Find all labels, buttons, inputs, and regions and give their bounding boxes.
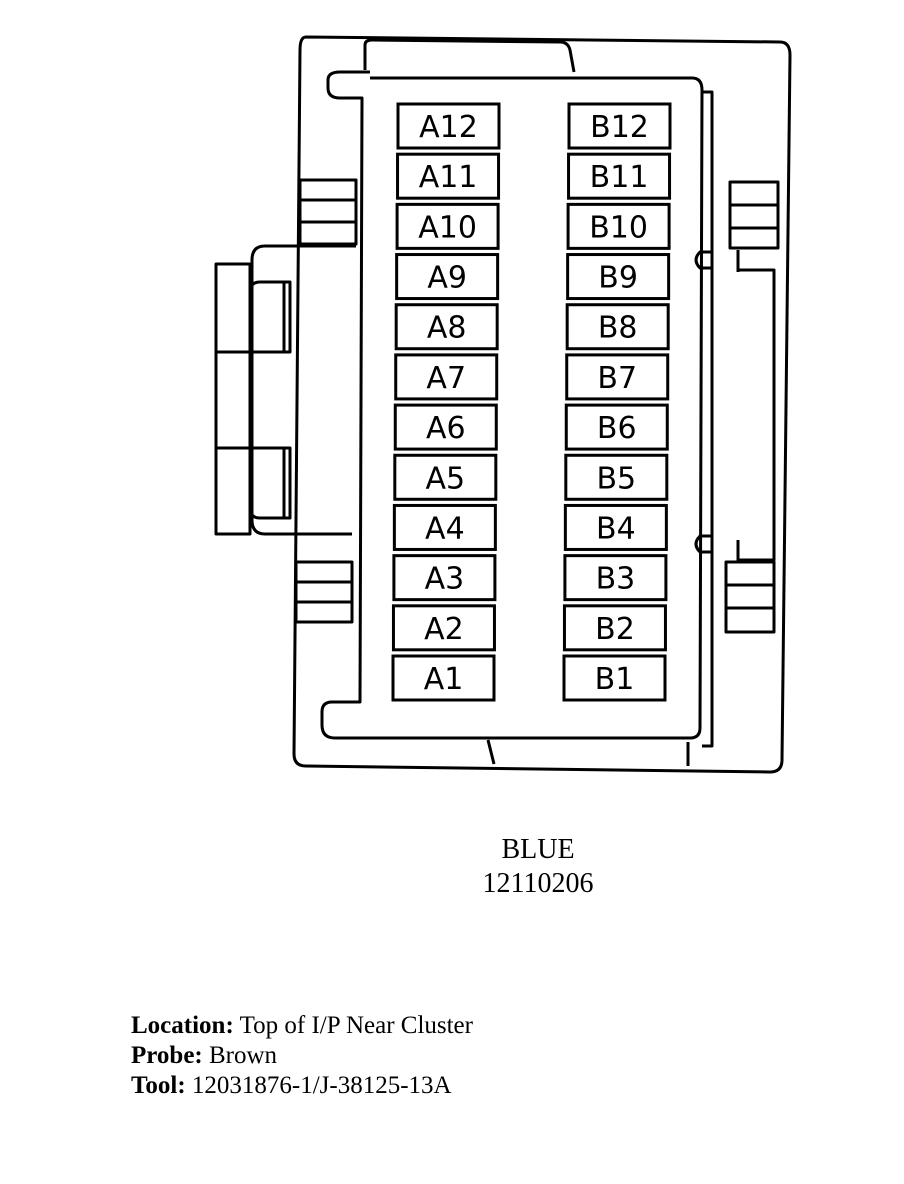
pin-cavity-b2 <box>562 604 667 652</box>
right-latch-arm <box>736 250 776 562</box>
connector-color: BLUE <box>501 834 575 865</box>
pin-cavity-a6 <box>393 403 498 451</box>
pin-label-b1: B1 <box>595 662 635 697</box>
pin-cavity-b12 <box>567 102 672 150</box>
location-value: Top of I/P Near Cluster <box>239 1012 473 1039</box>
pin-label-b3: B3 <box>596 562 636 597</box>
location-label: Location: <box>131 1012 234 1039</box>
right-latch-notch-upper <box>694 250 712 270</box>
pin-label-a1: A1 <box>424 662 464 697</box>
right-upper-rib-block <box>728 180 780 250</box>
pin-cavity-a12 <box>396 102 501 150</box>
pin-cavity-b7 <box>565 353 670 401</box>
pin-cavity-a7 <box>394 353 499 401</box>
pin-label-a12: A12 <box>419 110 478 145</box>
right-lower-rib-block <box>724 560 776 634</box>
pin-label-b2: B2 <box>595 612 635 647</box>
housing-outer-outline <box>292 35 792 774</box>
pin-label-b6: B6 <box>597 411 637 446</box>
pin-cavity-a11 <box>396 152 501 200</box>
pin-cavity-b8 <box>565 303 670 351</box>
probe-line: Probe: Brown <box>131 1041 277 1071</box>
pin-cavity-a8 <box>394 303 499 351</box>
pin-cavity-a2 <box>391 604 496 652</box>
pin-label-b10: B10 <box>589 210 648 245</box>
pin-label-b4: B4 <box>596 511 636 546</box>
pin-cavity-b9 <box>566 253 671 301</box>
left-lock-tab <box>250 244 356 536</box>
pin-cavity-b6 <box>564 403 669 451</box>
pin-cavity-a1 <box>391 654 496 702</box>
tool-line: Tool: 12031876-1/J-38125-13A <box>131 1071 452 1101</box>
right-guide-rail <box>702 90 714 748</box>
pin-cavity-b5 <box>564 453 669 501</box>
left-lower-rib-block <box>294 560 354 624</box>
top-latch-rib <box>363 38 576 73</box>
tool-label: Tool: <box>131 1072 186 1099</box>
pin-cavity-b3 <box>563 554 668 602</box>
pin-label-a3: A3 <box>425 562 465 597</box>
pin-label-a8: A8 <box>427 311 467 346</box>
pin-cavity-a10 <box>395 202 500 250</box>
pin-label-b11: B11 <box>590 160 649 195</box>
pin-label-b5: B5 <box>596 461 636 496</box>
pin-cavity-a4 <box>392 503 497 551</box>
left-upper-rib-block <box>298 178 358 246</box>
pin-cavity-b4 <box>563 503 668 551</box>
pin-label-a6: A6 <box>426 411 466 446</box>
pin-label-a4: A4 <box>425 511 465 546</box>
right-latch-notch-lower <box>694 534 712 554</box>
pin-label-a5: A5 <box>426 461 466 496</box>
left-lock-tab-lower <box>216 446 292 520</box>
bottom-latch-rib <box>486 739 690 766</box>
tool-value: 12031876-1/J-38125-13A <box>191 1072 452 1099</box>
pin-label-b12: B12 <box>590 110 649 145</box>
probe-value: Brown <box>209 1042 278 1069</box>
left-lock-tab-upper <box>216 280 292 354</box>
left-lock-tab-body <box>214 262 252 536</box>
pin-field-outline <box>320 70 704 740</box>
pin-cavity-b1 <box>562 654 667 702</box>
pin-label-b9: B9 <box>598 261 638 296</box>
pin-cavity-b11 <box>567 152 672 200</box>
pin-label-b7: B7 <box>597 361 637 396</box>
pin-label-a9: A9 <box>427 261 467 296</box>
pin-cavity-a5 <box>393 453 498 501</box>
probe-label: Probe: <box>131 1042 203 1069</box>
pin-label-a2: A2 <box>424 612 464 647</box>
pin-label-a11: A11 <box>419 160 478 195</box>
location-line: Location: Top of I/P Near Cluster <box>131 1011 473 1041</box>
pin-cavity-a9 <box>395 253 500 301</box>
pin-label-b8: B8 <box>598 311 638 346</box>
pin-label-a10: A10 <box>418 210 477 245</box>
pin-cavity-b10 <box>566 202 671 250</box>
connector-part-number: 12110206 <box>482 868 594 899</box>
pin-label-a7: A7 <box>426 361 466 396</box>
pin-cavity-a3 <box>392 554 497 602</box>
